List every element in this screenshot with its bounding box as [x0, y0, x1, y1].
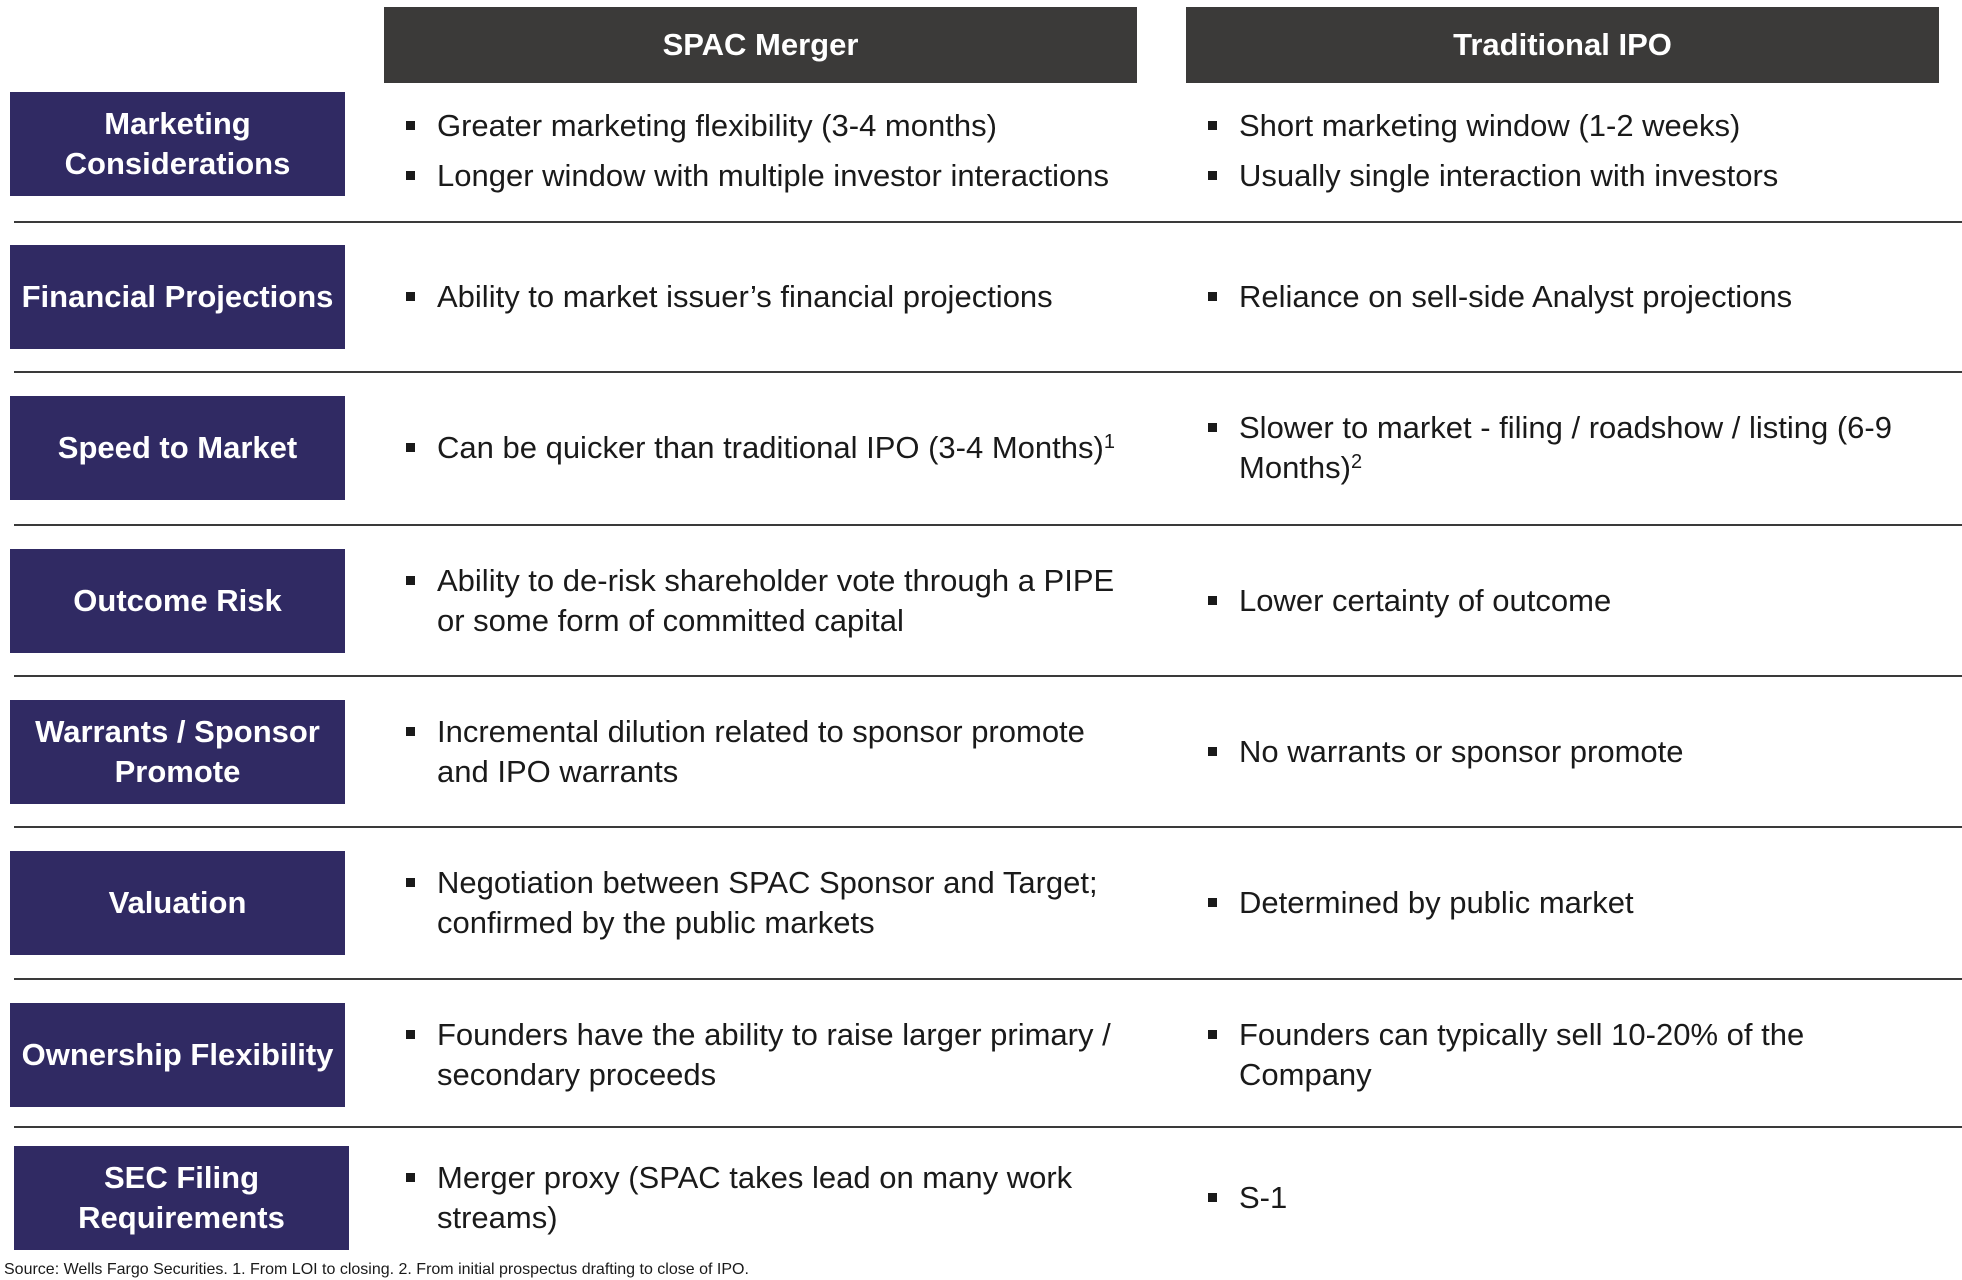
spac-bullet-item: Ability to de-risk shareholder vote thro… [400, 561, 1130, 641]
ipo-bullet-text: Determined by public market [1239, 885, 1634, 920]
row-label: Outcome Risk [10, 549, 345, 653]
spac-bullet-item: Incremental dilution related to sponsor … [400, 712, 1130, 792]
ipo-bullet-item: Usually single interaction with investor… [1202, 156, 1937, 196]
ipo-cell: No warrants or sponsor promote [1202, 700, 1937, 804]
ipo-bullet-text: No warrants or sponsor promote [1239, 734, 1684, 769]
source-footnote: Source: Wells Fargo Securities. 1. From … [4, 1261, 749, 1278]
square-bullet-icon [406, 576, 415, 585]
spac-bullet-text: Incremental dilution related to sponsor … [437, 714, 1085, 789]
row-divider [14, 1126, 1962, 1128]
spac-bullet-item: Founders have the ability to raise large… [400, 1015, 1130, 1095]
square-bullet-icon [406, 1173, 415, 1182]
row-label: Warrants / Sponsor Promote [10, 700, 345, 804]
ipo-bullet-item: Lower certainty of outcome [1202, 581, 1937, 621]
row-divider [14, 524, 1962, 526]
spac-bullet-text: Ability to de-risk shareholder vote thro… [437, 563, 1115, 638]
spac-cell: Founders have the ability to raise large… [400, 1003, 1130, 1107]
ipo-bullet-item: Determined by public market [1202, 883, 1937, 923]
ipo-bullet-item: Slower to market - filing / roadshow / l… [1202, 408, 1937, 488]
ipo-cell: Slower to market - filing / roadshow / l… [1202, 396, 1937, 500]
spac-cell: Greater marketing flexibility (3-4 month… [400, 92, 1130, 210]
spac-bullet-text: Negotiation between SPAC Sponsor and Tar… [437, 865, 1098, 940]
square-bullet-icon [1208, 423, 1217, 432]
ipo-cell: S-1 [1202, 1140, 1937, 1256]
spac-cell: Negotiation between SPAC Sponsor and Tar… [400, 851, 1130, 955]
row-divider [14, 221, 1962, 223]
square-bullet-icon [1208, 596, 1217, 605]
square-bullet-icon [1208, 1030, 1217, 1039]
row-divider [14, 826, 1962, 828]
ipo-bullet-item: Short marketing window (1-2 weeks) [1202, 106, 1937, 146]
row-label: Financial Projections [10, 245, 345, 349]
spac-bullet-text: Longer window with multiple investor int… [437, 158, 1109, 193]
spac-cell: Incremental dilution related to sponsor … [400, 700, 1130, 804]
row-label: Valuation [10, 851, 345, 955]
square-bullet-icon [406, 292, 415, 301]
spac-cell: Can be quicker than traditional IPO (3-4… [400, 396, 1130, 500]
spac-bullet-item: Ability to market issuer’s financial pro… [400, 277, 1130, 317]
ipo-bullet-item: Founders can typically sell 10-20% of th… [1202, 1015, 1937, 1095]
spac-bullet-item: Negotiation between SPAC Sponsor and Tar… [400, 863, 1130, 943]
ipo-bullet-item: S-1 [1202, 1178, 1937, 1218]
row-divider [14, 978, 1962, 980]
column-header-spac-merger: SPAC Merger [384, 7, 1137, 83]
spac-bullet-text: Can be quicker than traditional IPO (3-4… [437, 430, 1115, 465]
square-bullet-icon [406, 1030, 415, 1039]
column-header-traditional-ipo: Traditional IPO [1186, 7, 1939, 83]
row-label: Marketing Considerations [10, 92, 345, 196]
spac-bullet-text: Ability to market issuer’s financial pro… [437, 279, 1053, 314]
footnote-marker: 1 [1103, 431, 1115, 453]
ipo-bullet-text: Short marketing window (1-2 weeks) [1239, 108, 1741, 143]
spac-bullet-item: Can be quicker than traditional IPO (3-4… [400, 428, 1130, 468]
row-label: Speed to Market [10, 396, 345, 500]
spac-cell: Ability to de-risk shareholder vote thro… [400, 549, 1130, 653]
ipo-bullet-item: No warrants or sponsor promote [1202, 732, 1937, 772]
ipo-bullet-text: Slower to market - filing / roadshow / l… [1239, 410, 1892, 485]
ipo-bullet-item: Reliance on sell-side Analyst projection… [1202, 277, 1937, 317]
spac-cell: Ability to market issuer’s financial pro… [400, 245, 1130, 349]
square-bullet-icon [406, 121, 415, 130]
spac-bullet-item: Greater marketing flexibility (3-4 month… [400, 106, 1130, 146]
ipo-bullet-text: Founders can typically sell 10-20% of th… [1239, 1017, 1805, 1092]
spac-bullet-text: Greater marketing flexibility (3-4 month… [437, 108, 997, 143]
ipo-cell: Reliance on sell-side Analyst projection… [1202, 245, 1937, 349]
ipo-cell: Founders can typically sell 10-20% of th… [1202, 1003, 1937, 1107]
row-label: SEC Filing Requirements [14, 1146, 349, 1250]
square-bullet-icon [1208, 121, 1217, 130]
square-bullet-icon [1208, 1193, 1217, 1202]
spac-cell: Merger proxy (SPAC takes lead on many wo… [400, 1140, 1130, 1256]
ipo-bullet-text: Lower certainty of outcome [1239, 583, 1612, 618]
ipo-cell: Determined by public market [1202, 851, 1937, 955]
square-bullet-icon [406, 443, 415, 452]
spac-bullet-item: Longer window with multiple investor int… [400, 156, 1130, 196]
ipo-bullet-text: Usually single interaction with investor… [1239, 158, 1779, 193]
ipo-cell: Short marketing window (1-2 weeks) Usuall… [1202, 92, 1937, 210]
spac-bullet-text: Merger proxy (SPAC takes lead on many wo… [437, 1160, 1073, 1235]
ipo-cell: Lower certainty of outcome [1202, 549, 1937, 653]
ipo-bullet-text: S-1 [1239, 1180, 1288, 1215]
square-bullet-icon [406, 878, 415, 887]
spac-bullet-text: Founders have the ability to raise large… [437, 1017, 1111, 1092]
footnote-marker: 2 [1350, 451, 1363, 473]
ipo-bullet-text: Reliance on sell-side Analyst projection… [1239, 279, 1793, 314]
square-bullet-icon [1208, 292, 1217, 301]
square-bullet-icon [406, 171, 415, 180]
square-bullet-icon [1208, 747, 1217, 756]
row-divider [14, 675, 1962, 677]
spac-bullet-item: Merger proxy (SPAC takes lead on many wo… [400, 1158, 1130, 1238]
square-bullet-icon [406, 727, 415, 736]
row-label: Ownership Flexibility [10, 1003, 345, 1107]
row-divider [14, 371, 1962, 373]
square-bullet-icon [1208, 898, 1217, 907]
square-bullet-icon [1208, 171, 1217, 180]
